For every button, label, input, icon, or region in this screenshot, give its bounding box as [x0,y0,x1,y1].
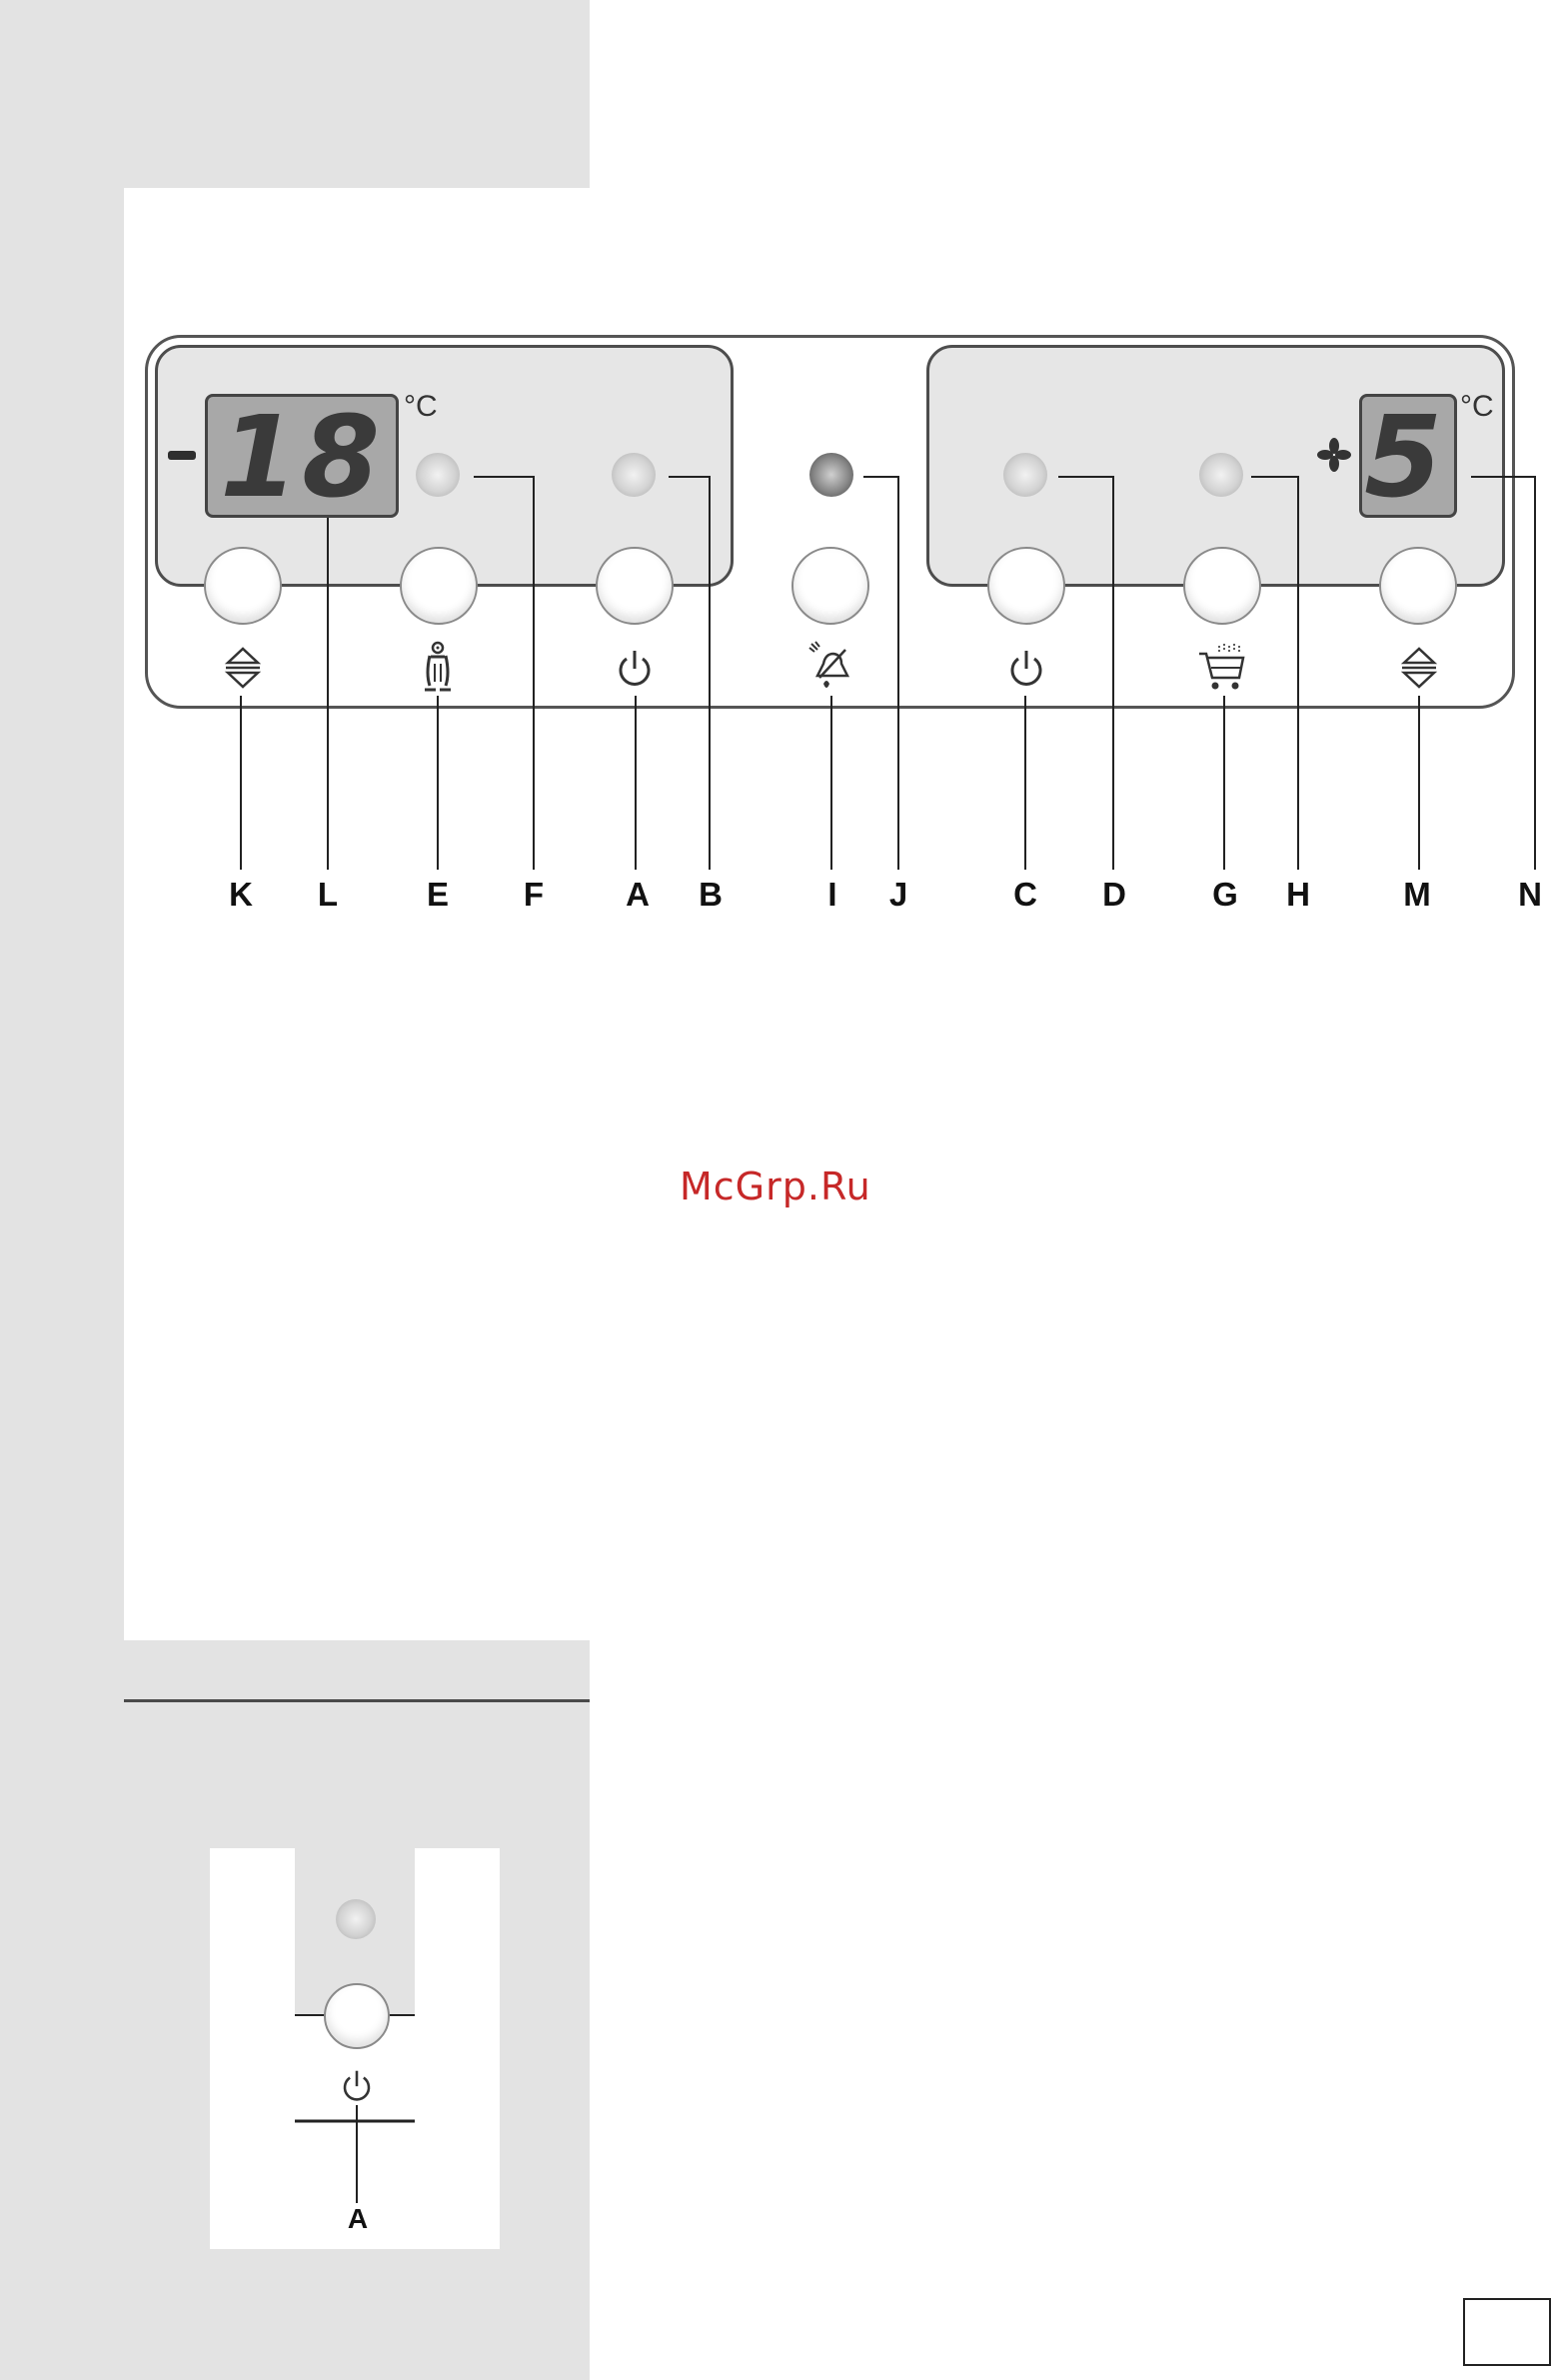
alarm-bell-icon [807,640,851,696]
page-background-left-margin [0,0,124,2380]
callout-label-i: I [812,876,852,914]
shopping-cart-icon [1197,642,1247,694]
super-freeze-led [416,453,460,497]
callout-label-l: L [308,876,348,914]
fridge-unit-label: °C [1460,390,1494,424]
power-icon [340,2069,374,2105]
inset-power-button[interactable] [324,1983,390,2049]
freezer-temperature-button[interactable] [204,547,282,625]
shopping-button[interactable] [1183,547,1261,625]
fridge-power-button[interactable] [987,547,1065,625]
callout-label-d: D [1094,876,1134,914]
power-icon [1007,649,1045,691]
freezer-power-button[interactable] [596,547,674,625]
alarm-led [809,453,853,497]
inset-led [336,1899,376,1939]
up-down-arrows-icon [1400,644,1438,692]
inset-callout-label-a: A [343,2203,373,2235]
callout-label-j: J [878,876,918,914]
watermark: McGrp.Ru [680,1165,879,1208]
callout-label-f: F [514,876,554,914]
power-icon [616,649,654,691]
callout-label-k: K [221,876,261,914]
callout-label-a: A [618,876,658,914]
callout-label-b: B [691,876,731,914]
freezer-unit-label: °C [404,390,438,424]
shopping-mode-led [1199,453,1243,497]
callout-label-m: M [1397,876,1437,914]
fan-icon [1317,438,1351,472]
callout-label-n: N [1510,876,1550,914]
callout-label-c: C [1005,876,1045,914]
penguin-icon [418,640,458,696]
section-divider [124,1699,590,1702]
freezer-on-led [612,453,656,497]
callout-label-h: H [1278,876,1318,914]
super-freeze-button[interactable] [400,547,478,625]
callout-label-g: G [1205,876,1245,914]
fridge-on-led [1003,453,1047,497]
fridge-temperature-button[interactable] [1379,547,1457,625]
callout-label-e: E [418,876,458,914]
up-down-arrows-icon [224,644,262,692]
alarm-off-button[interactable] [791,547,869,625]
page-number-box [1463,2298,1551,2366]
freezer-temperature-display: 18 [205,394,399,518]
freezer-minus-sign [168,451,196,460]
fridge-temperature-display: 5 [1359,394,1457,518]
